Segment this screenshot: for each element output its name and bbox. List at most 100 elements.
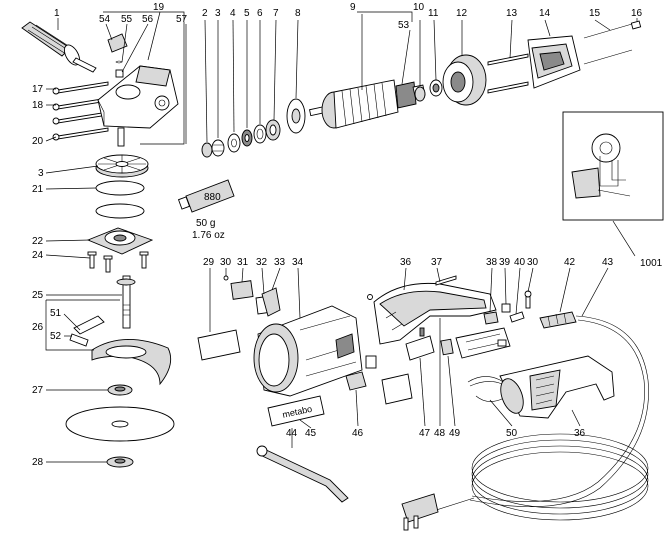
callout-2: 2 bbox=[202, 8, 208, 19]
callout-49: 49 bbox=[449, 428, 461, 439]
side-handle bbox=[21, 21, 97, 73]
callout-14: 14 bbox=[539, 8, 551, 19]
motor-housing bbox=[253, 305, 363, 397]
callout-53: 53 bbox=[398, 20, 410, 31]
callout-37: 37 bbox=[431, 257, 443, 268]
callout-20: 20 bbox=[32, 136, 44, 147]
callout-18: 18 bbox=[32, 100, 44, 111]
callout-6: 6 bbox=[257, 8, 263, 19]
callout-21: 21 bbox=[32, 184, 44, 195]
cable-protector bbox=[539, 311, 577, 329]
handle-shell-bottom bbox=[499, 355, 615, 419]
pin-spanner bbox=[256, 445, 349, 503]
motor-small-parts bbox=[201, 119, 281, 158]
callout-16: 16 bbox=[631, 8, 643, 19]
electronics-module bbox=[405, 327, 511, 361]
callout-39: 39 bbox=[499, 257, 511, 268]
callout-26: 26 bbox=[32, 322, 44, 333]
wheel-guard bbox=[69, 315, 172, 386]
grinding-disc bbox=[65, 406, 175, 442]
switch-plate bbox=[345, 355, 413, 405]
callout-42: 42 bbox=[564, 257, 576, 268]
callout-3-left: 3 bbox=[38, 168, 44, 179]
callout-7: 7 bbox=[273, 8, 279, 19]
callout-48: 48 bbox=[434, 428, 446, 439]
callout-1001: 1001 bbox=[640, 258, 663, 269]
callout-52: 52 bbox=[50, 331, 62, 342]
callout-1: 1 bbox=[54, 8, 60, 19]
callout-54: 54 bbox=[99, 14, 111, 25]
brand-badge: metabo bbox=[267, 395, 325, 427]
handle-shell-top bbox=[373, 282, 497, 345]
support-flange bbox=[107, 384, 133, 396]
callout-13: 13 bbox=[506, 8, 518, 19]
callout-34: 34 bbox=[292, 257, 304, 268]
callout-11: 11 bbox=[428, 8, 439, 19]
rating-plate bbox=[197, 329, 241, 361]
callout-22: 22 bbox=[32, 236, 44, 247]
callout-25: 25 bbox=[32, 290, 44, 301]
field-leads bbox=[583, 20, 642, 65]
callout-50: 50 bbox=[506, 428, 518, 439]
bevel-gear bbox=[95, 154, 149, 178]
armature-bearings bbox=[414, 79, 443, 102]
callout-29: 29 bbox=[203, 257, 215, 268]
callout-44: 44 bbox=[286, 428, 298, 439]
leader-lines bbox=[45, 11, 638, 463]
stator-screws bbox=[487, 53, 529, 94]
housing-inserts bbox=[223, 275, 281, 317]
callout-55: 55 bbox=[121, 14, 133, 25]
callout-10: 10 bbox=[413, 2, 425, 13]
grease-tube-label: 880 bbox=[204, 192, 221, 203]
gear-housing bbox=[97, 65, 179, 147]
callout-45: 45 bbox=[305, 428, 317, 439]
callout-4: 4 bbox=[230, 8, 236, 19]
callout-40: 40 bbox=[514, 257, 526, 268]
housing-screws bbox=[52, 81, 109, 141]
bearing-bush bbox=[442, 54, 487, 106]
o-rings bbox=[95, 180, 145, 219]
switch-small-parts bbox=[483, 290, 532, 325]
callout-38: 38 bbox=[486, 257, 498, 268]
callout-28: 28 bbox=[32, 457, 44, 468]
spindle bbox=[116, 275, 136, 329]
callout-15: 15 bbox=[589, 8, 601, 19]
callout-51: 51 bbox=[50, 308, 62, 319]
callout-31: 31 bbox=[237, 257, 249, 268]
grease-weight-oz: 1.76 oz bbox=[192, 230, 225, 241]
bearing-flange bbox=[86, 227, 154, 255]
callout-27: 27 bbox=[32, 385, 44, 396]
mains-plug bbox=[401, 493, 439, 531]
callout-19: 19 bbox=[153, 2, 165, 13]
grease-weight-g: 50 g bbox=[196, 218, 215, 229]
callout-36-bottom: 36 bbox=[574, 428, 586, 439]
callout-56: 56 bbox=[142, 14, 154, 25]
callout-5: 5 bbox=[244, 8, 250, 19]
grease-tube: 880 50 g 1.76 oz bbox=[177, 179, 235, 241]
callout-47: 47 bbox=[419, 428, 431, 439]
callout-8: 8 bbox=[295, 8, 301, 19]
callout-32: 32 bbox=[256, 257, 268, 268]
callout-30-left: 30 bbox=[220, 257, 232, 268]
callout-36-top: 36 bbox=[400, 257, 412, 268]
flange-screws bbox=[87, 251, 149, 273]
callout-46: 46 bbox=[352, 428, 364, 439]
wiring-inset bbox=[562, 111, 664, 221]
callout-30-right: 30 bbox=[527, 257, 539, 268]
spindle-lock-parts bbox=[107, 33, 128, 78]
callout-43: 43 bbox=[602, 257, 614, 268]
callout-9: 9 bbox=[350, 2, 356, 13]
callout-57: 57 bbox=[176, 14, 188, 25]
callout-17: 17 bbox=[32, 84, 44, 95]
callout-labels: 1 54 55 56 19 57 2 3 4 5 6 7 8 9 53 10 1… bbox=[32, 2, 663, 468]
callout-24: 24 bbox=[32, 250, 44, 261]
fan-baffle bbox=[286, 98, 306, 134]
handle-screws-top bbox=[367, 275, 457, 300]
callout-33: 33 bbox=[274, 257, 286, 268]
armature bbox=[309, 79, 426, 129]
field-coil bbox=[527, 35, 581, 89]
callout-3-top: 3 bbox=[215, 8, 221, 19]
callout-12: 12 bbox=[456, 8, 468, 19]
